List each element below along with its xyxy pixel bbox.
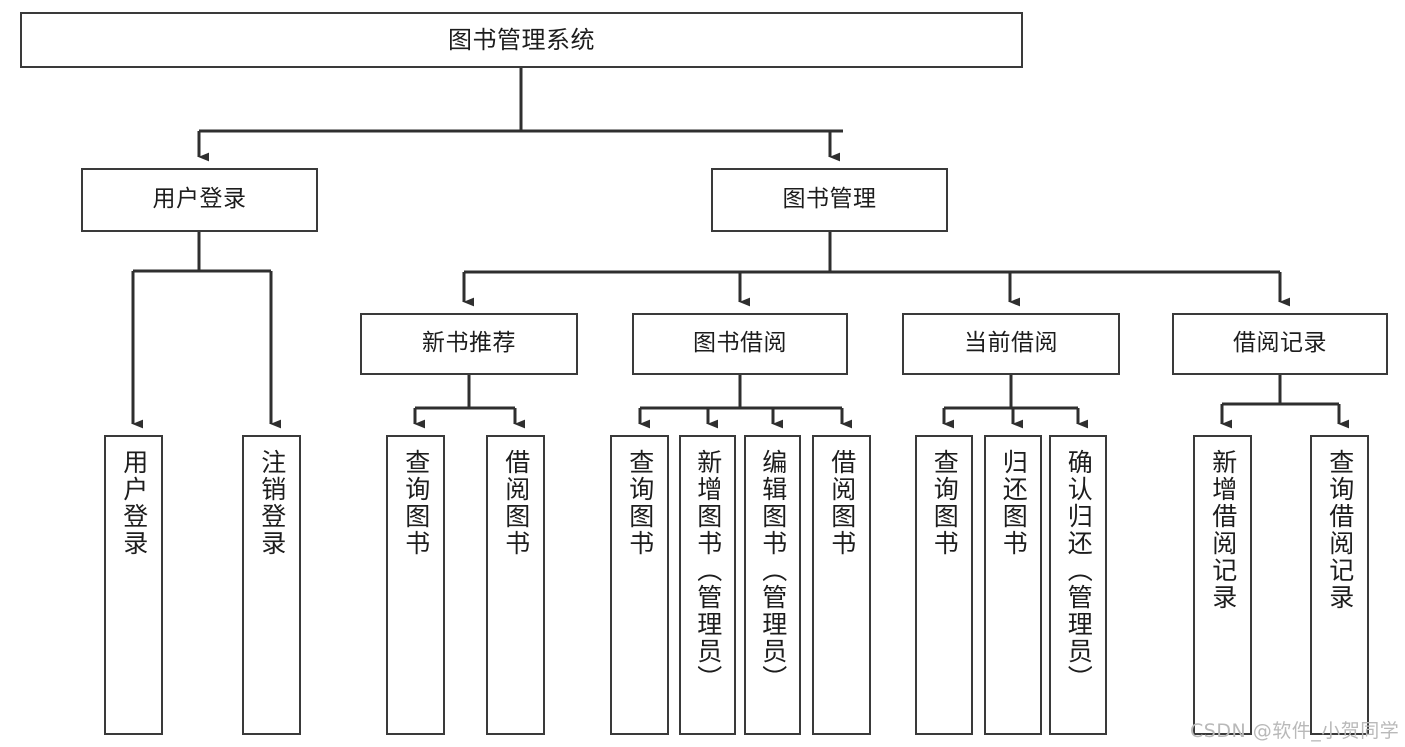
node-label: 新书推荐	[422, 330, 516, 357]
node-label: 查询借阅记录	[1325, 449, 1355, 611]
node-borrow-record[interactable]: 借阅记录	[1172, 313, 1388, 375]
node-label: 编辑图书（管理员）	[758, 449, 788, 692]
node-label: 查询图书	[930, 449, 960, 557]
node-current-borrow[interactable]: 当前借阅	[902, 313, 1120, 375]
node-label: 查询图书	[401, 449, 431, 557]
leaf-borrow-book[interactable]: 借阅图书	[812, 435, 871, 735]
node-label: 查询图书	[625, 449, 655, 557]
leaf-return-book[interactable]: 归还图书	[984, 435, 1042, 735]
node-label: 图书管理系统	[448, 25, 595, 54]
node-label: 借阅图书	[501, 449, 531, 557]
node-book-borrow[interactable]: 图书借阅	[632, 313, 848, 375]
node-label: 用户登录	[119, 449, 149, 557]
node-label: 归还图书	[999, 449, 1029, 557]
csdn-watermark: CSDN @软件_小贺同学	[1190, 720, 1400, 742]
leaf-edit-book[interactable]: 编辑图书（管理员）	[744, 435, 801, 735]
node-label: 用户登录	[152, 186, 247, 213]
leaf-user-login[interactable]: 用户登录	[104, 435, 163, 735]
leaf-logout[interactable]: 注销登录	[242, 435, 301, 735]
node-label: 新增借阅记录	[1208, 449, 1238, 611]
node-root-book-management-system[interactable]: 图书管理系统	[20, 12, 1023, 68]
leaf-query-book-borrow[interactable]: 查询图书	[610, 435, 669, 735]
node-label: 图书借阅	[693, 330, 787, 357]
leaf-borrow-book-recommend[interactable]: 借阅图书	[486, 435, 545, 735]
leaf-add-book[interactable]: 新增图书（管理员）	[679, 435, 736, 735]
node-label: 当前借阅	[964, 330, 1058, 357]
node-label: 借阅记录	[1233, 330, 1327, 357]
node-label: 图书管理	[782, 186, 877, 213]
node-user-login[interactable]: 用户登录	[81, 168, 318, 232]
leaf-query-borrow-record[interactable]: 查询借阅记录	[1310, 435, 1369, 735]
leaf-confirm-return[interactable]: 确认归还（管理员）	[1049, 435, 1107, 735]
node-label: 新增图书（管理员）	[693, 449, 723, 692]
node-label: 注销登录	[257, 449, 287, 557]
leaf-query-book-current[interactable]: 查询图书	[915, 435, 973, 735]
node-label: 借阅图书	[827, 449, 857, 557]
node-new-book-recommend[interactable]: 新书推荐	[360, 313, 578, 375]
node-book-manage[interactable]: 图书管理	[711, 168, 948, 232]
node-label: 确认归还（管理员）	[1064, 449, 1094, 692]
leaf-query-book-recommend[interactable]: 查询图书	[386, 435, 445, 735]
leaf-add-borrow-record[interactable]: 新增借阅记录	[1193, 435, 1252, 735]
